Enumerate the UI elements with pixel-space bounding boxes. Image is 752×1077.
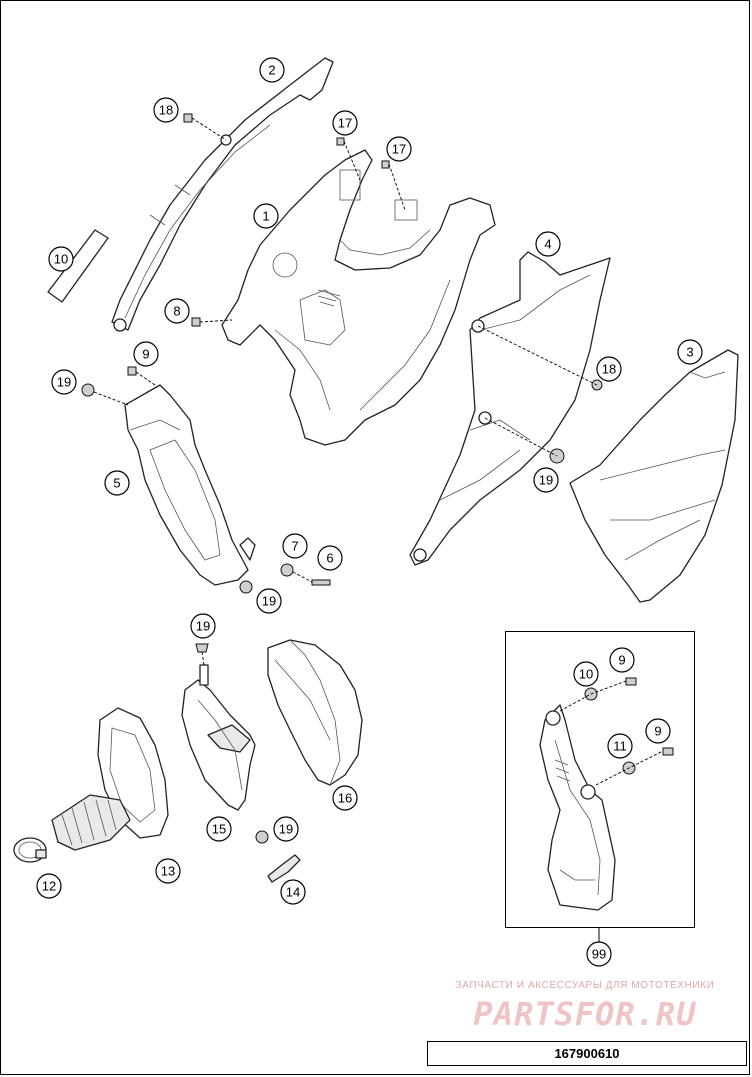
callout-9: 9 [645,718,671,744]
svg-text:2: 2 [268,63,275,78]
callout-6: 6 [317,545,343,571]
callout-9: 9 [133,341,159,367]
svg-text:99: 99 [592,947,606,962]
part-13-air-filter [51,707,169,851]
svg-text:19: 19 [196,619,210,634]
svg-text:14: 14 [286,885,300,900]
callout-19: 19 [273,816,299,842]
svg-text:10: 10 [579,667,593,682]
leader-lines [93,117,664,786]
screw-6 [311,579,331,586]
callout-16: 16 [332,785,358,811]
svg-text:9: 9 [618,653,625,668]
callout-11: 10 [48,246,74,272]
callout-18: 18 [153,97,179,123]
part-12-hose-clamp [13,837,47,863]
svg-text:19: 19 [539,473,553,488]
diagram-code: 167900610 [554,1046,620,1061]
svg-text:6: 6 [326,551,333,566]
watermark-tagline: ЗАПЧАСТИ И АКСЕССУАРЫ ДЛЯ МОТОТЕХНИКИ [455,980,715,991]
svg-text:19: 19 [279,822,293,837]
svg-text:12: 12 [42,879,56,894]
part-15-filter-cage [181,664,256,811]
callout-9: 9 [609,647,635,673]
grommet-19-a [81,383,95,397]
grommet-19-e [255,830,269,844]
nut-17-right [381,160,390,169]
callout-10: 11 [607,733,633,759]
callout-7: 7 [282,533,308,559]
part-16-filter-cover [267,639,363,786]
nut-17-left [336,137,345,146]
part-1-air-box [221,149,496,446]
watermark-logo: PARTSFOR.RU [473,995,697,1033]
svg-text:1: 1 [262,209,269,224]
part-14-clip [267,854,301,883]
part-5-filter-frame [124,384,256,586]
bolt-18-upper [183,113,193,123]
kit-99-box [505,631,695,928]
svg-text:10: 10 [54,252,68,267]
svg-text:18: 18 [602,362,616,377]
bolt-8 [191,317,201,327]
svg-text:19: 19 [262,594,276,609]
part-3-side-cover [569,349,739,603]
svg-text:19: 19 [57,375,71,390]
callout-3: 3 [677,339,703,365]
svg-text:11: 11 [613,739,627,754]
svg-text:7: 7 [291,539,298,554]
callout-19: 19 [256,588,282,614]
bolt-9 [127,366,137,376]
svg-text:9: 9 [654,724,661,739]
svg-text:18: 18 [159,103,173,118]
callout-1: 1 [253,203,279,229]
callout-99: 99 [586,941,612,967]
callout-13: 13 [155,858,181,884]
callout-15: 15 [206,816,232,842]
callout-17: 17 [332,110,358,136]
callout-19: 19 [51,369,77,395]
callout-14: 14 [280,879,306,905]
callout-8: 8 [164,298,190,324]
svg-text:5: 5 [113,476,120,491]
callout-4: 4 [535,231,561,257]
callout-19: 19 [190,613,216,639]
grommet-19-d [195,643,209,653]
bolt-9-b [662,747,674,756]
svg-text:4: 4 [544,237,551,252]
part-11-foam-strip [47,229,109,303]
hardware [81,113,674,844]
part-4-side-panel [409,251,611,566]
callout-17: 17 [386,136,412,162]
callout-2: 2 [259,57,285,83]
callout-18: 18 [596,356,622,382]
svg-text:16: 16 [338,791,352,806]
washer-7 [280,563,294,577]
svg-text:8: 8 [173,304,180,319]
diagram-code-box: 167900610 [427,1041,747,1066]
svg-text:17: 17 [392,142,406,157]
callout-19: 19 [533,467,559,493]
callout-10: 10 [573,661,599,687]
svg-text:9: 9 [142,347,149,362]
svg-text:3: 3 [686,345,693,360]
grommet-19-b [239,580,253,594]
part-2-side-rail [111,57,334,332]
part-99-kit-panel [539,704,616,911]
callout-12: 12 [36,873,62,899]
svg-text:15: 15 [212,822,226,837]
svg-text:13: 13 [161,864,175,879]
svg-text:17: 17 [338,116,352,131]
callout-5: 5 [104,470,130,496]
bolt-9-a [625,677,637,686]
